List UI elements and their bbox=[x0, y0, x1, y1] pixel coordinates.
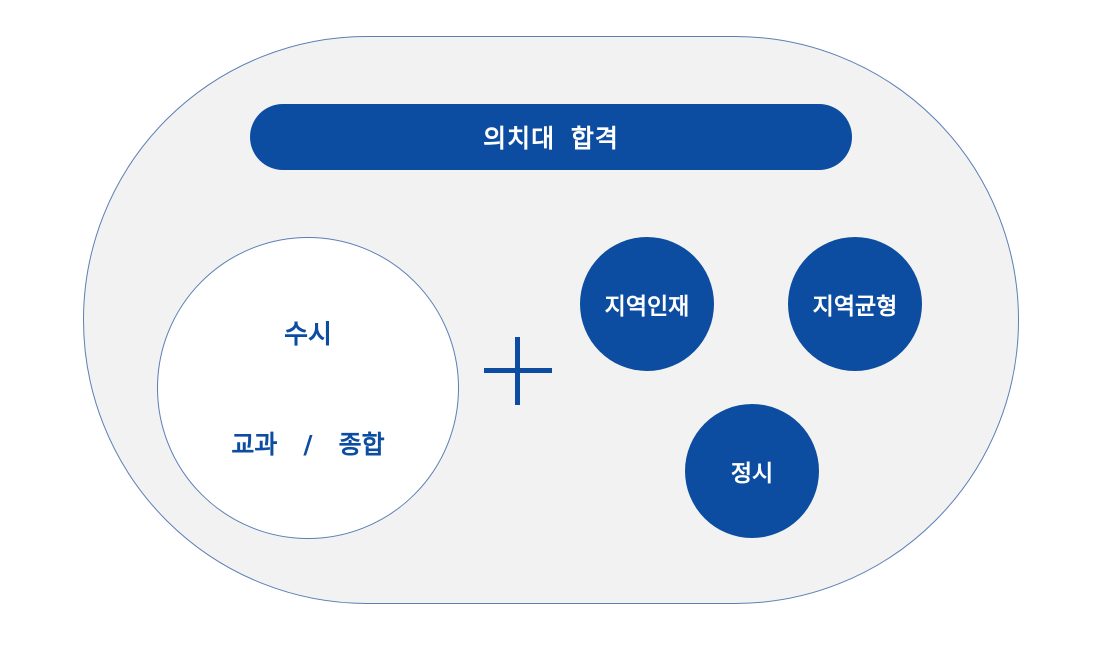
jiyeokinjae-circle: 지역인재 bbox=[580, 237, 714, 371]
susi-sub-label: 교과 / 종합 bbox=[231, 430, 385, 459]
title-banner: 의치대 합격 bbox=[250, 104, 852, 170]
title-text: 의치대 합격 bbox=[483, 124, 619, 153]
plus-icon bbox=[484, 337, 552, 405]
susi-label: 수시 bbox=[284, 320, 332, 350]
jiyeokgyunhyeong-label: 지역균형 bbox=[812, 294, 898, 320]
jiyeokinjae-label: 지역인재 bbox=[604, 294, 690, 320]
jeongsi-label: 정시 bbox=[730, 461, 774, 487]
jeongsi-circle: 정시 bbox=[685, 404, 819, 538]
jiyeokgyunhyeong-circle: 지역균형 bbox=[788, 237, 922, 371]
susi-circle bbox=[157, 237, 459, 539]
plus-vertical-bar bbox=[515, 337, 520, 405]
